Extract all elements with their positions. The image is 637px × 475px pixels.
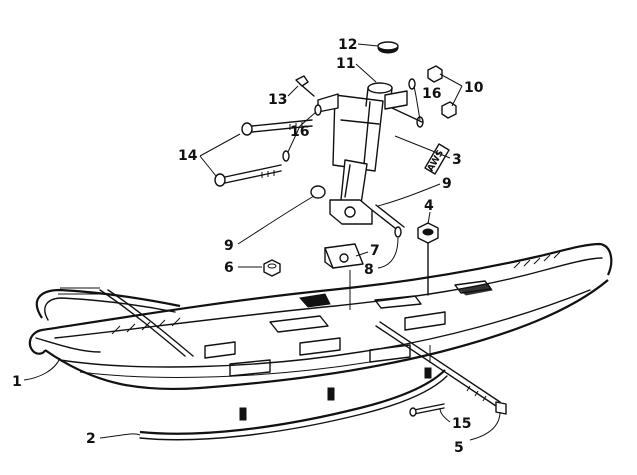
bushing-9 bbox=[310, 185, 326, 199]
callout-8: 8 bbox=[364, 262, 374, 278]
ski-body bbox=[28, 242, 613, 391]
callout-9-upper: 9 bbox=[442, 176, 452, 192]
callout-3: 3 bbox=[452, 152, 462, 168]
callout-16-left: 16 bbox=[290, 124, 309, 140]
decal-3: AWS bbox=[424, 143, 450, 175]
callout-13: 13 bbox=[268, 92, 287, 108]
callout-4: 4 bbox=[424, 198, 434, 214]
nut-4 bbox=[417, 222, 439, 296]
callout-14: 14 bbox=[178, 148, 198, 164]
callout-11: 11 bbox=[336, 56, 355, 72]
bolt-13 bbox=[295, 75, 315, 97]
nut-6 bbox=[263, 259, 281, 277]
ski-top-hatching bbox=[111, 251, 561, 335]
callout-labels: 1 2 3 4 5 6 7 8 9 9 10 11 12 13 14 15 16… bbox=[12, 37, 484, 456]
nuts-10 bbox=[391, 65, 457, 123]
callout-9-lower: 9 bbox=[224, 238, 234, 254]
spindle-cap bbox=[377, 41, 399, 54]
callout-2: 2 bbox=[86, 431, 96, 447]
spindle-foot bbox=[310, 185, 405, 238]
callout-6: 6 bbox=[224, 260, 234, 276]
callout-7: 7 bbox=[370, 243, 380, 259]
callout-12: 12 bbox=[338, 37, 357, 53]
pin-15 bbox=[409, 403, 445, 417]
bolt-14-upper bbox=[241, 119, 313, 136]
callout-5: 5 bbox=[454, 440, 464, 456]
spindle-shock bbox=[317, 82, 408, 205]
bolt-5 bbox=[375, 321, 507, 415]
callout-16-right: 16 bbox=[422, 86, 441, 102]
washers-16 bbox=[282, 78, 424, 162]
bolt-14-lower bbox=[214, 164, 282, 187]
callout-15: 15 bbox=[452, 416, 471, 432]
callout-10: 10 bbox=[464, 80, 484, 96]
wear-bar bbox=[139, 367, 448, 441]
leader-lines bbox=[23, 43, 501, 441]
saddle-bracket bbox=[324, 243, 364, 269]
callout-1: 1 bbox=[12, 374, 22, 390]
